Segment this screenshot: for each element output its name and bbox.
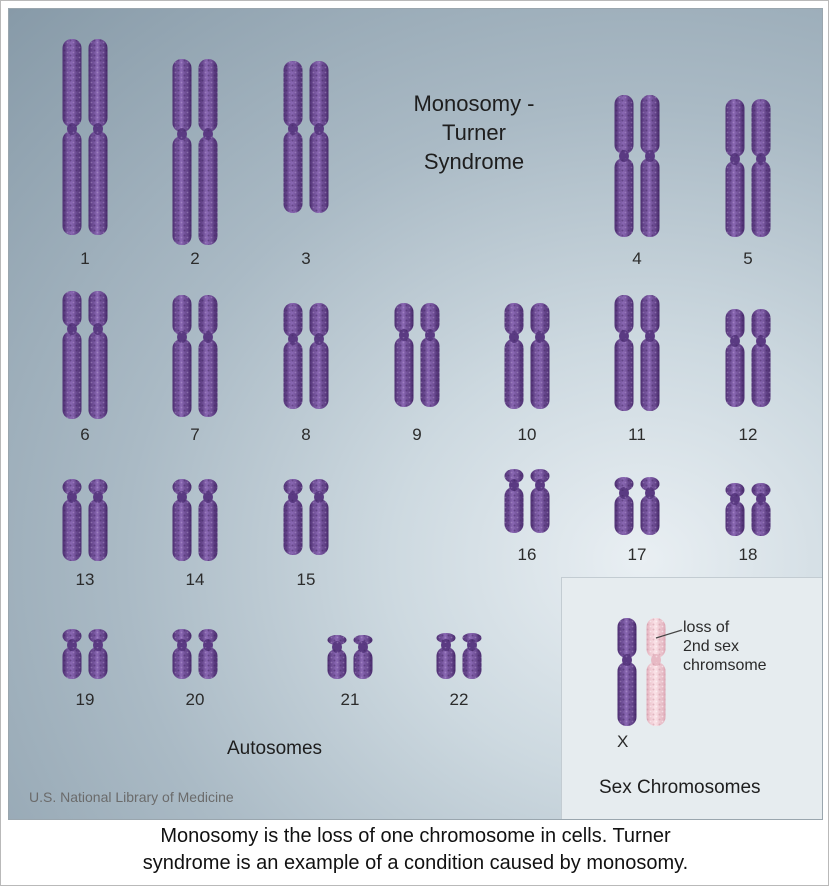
chromosome-label-2: 2 [190, 249, 200, 268]
chromosome-3-b [309, 61, 329, 213]
chromosome-19-b [88, 629, 108, 679]
chromosome-5-b [751, 99, 771, 237]
chromosome-22-b [462, 633, 482, 679]
chromosome-21-a [327, 635, 347, 679]
chromosome-label-20: 20 [185, 690, 205, 709]
chromosome-1-a [62, 39, 82, 235]
chromosome-17-b [640, 477, 660, 535]
chromosome-4-a [614, 95, 634, 237]
chromosome-20-b [198, 629, 218, 679]
chromosome-2-b [198, 59, 218, 245]
chromosome-22-a [436, 633, 456, 679]
chromosome-label-17: 17 [627, 545, 647, 564]
chromosome-label-1: 1 [80, 249, 90, 268]
chromosome-18-b [751, 483, 771, 536]
chromosome-label-21: 21 [340, 690, 360, 709]
autosomes-label: Autosomes [227, 738, 323, 759]
chromosome-19-a [62, 629, 82, 679]
chromosome-14-a [172, 479, 192, 561]
sex-chromosomes-panel: loss of 2nd sex chromsome X Sex Chromoso… [561, 577, 822, 819]
chromosome-12-b [751, 309, 771, 407]
chromosome-11-a [614, 295, 634, 411]
chromosome-7-a [172, 295, 192, 417]
chromosome-15-b [309, 479, 329, 555]
chromosome-label-9: 9 [412, 425, 422, 444]
chromosome-label-6: 6 [80, 425, 90, 444]
x-chromosome [617, 618, 637, 726]
chromosome-12-a [725, 309, 745, 407]
chromosome-8-b [309, 303, 329, 409]
chromosome-15-a [283, 479, 303, 555]
diagram-title: Monosomy - Turner Syndrome [413, 91, 535, 174]
chromosome-label-8: 8 [301, 425, 311, 444]
chromosome-label-5: 5 [743, 249, 753, 268]
sex-chromosomes-title: Sex Chromosomes [599, 777, 761, 798]
karyotype-chromosomes [62, 39, 771, 679]
caption-line-2: syndrome is an example of a condition ca… [142, 852, 689, 874]
chromosome-4-b [640, 95, 660, 237]
chromosome-label-3: 3 [301, 249, 311, 268]
chromosome-label-15: 15 [296, 570, 316, 589]
chromosome-13-b [88, 479, 108, 561]
chromosome-label-22: 22 [449, 690, 469, 709]
chromosome-5-a [725, 99, 745, 237]
chromosome-9-a [394, 303, 414, 407]
figure-caption: Monosomy is the loss of one chromosome i… [1, 823, 829, 877]
chromosome-10-b [530, 303, 550, 409]
chromosome-6-b [88, 291, 108, 419]
chromosome-20-a [172, 629, 192, 679]
missing-sex-chromosome [646, 618, 666, 726]
chromosome-16-a [504, 469, 524, 533]
chromosome-13-a [62, 479, 82, 561]
chromosome-label-13: 13 [75, 570, 95, 589]
chromosome-8-a [283, 303, 303, 409]
chromosome-16-b [530, 469, 550, 533]
chromosome-label-14: 14 [185, 570, 205, 589]
chromosome-label-11: 11 [628, 425, 646, 444]
chromosome-label-12: 12 [738, 425, 758, 444]
chromosome-1-b [88, 39, 108, 235]
chromosome-3-a [283, 61, 303, 213]
chromosome-label-7: 7 [190, 425, 200, 444]
chromosome-9-b [420, 303, 440, 407]
x-chromosome-label: X [617, 732, 629, 751]
loss-note-label: loss of 2nd sex chromsome [683, 619, 767, 674]
chromosome-label-10: 10 [517, 425, 537, 444]
chromosome-11-b [640, 295, 660, 411]
chromosome-10-a [504, 303, 524, 409]
chromosome-18-a [725, 483, 745, 536]
chromosome-label-16: 16 [517, 545, 537, 564]
chromosome-21-b [353, 635, 373, 679]
chromosome-6-a [62, 291, 82, 419]
loss-pointer-line [655, 629, 683, 639]
chromosome-label-4: 4 [632, 249, 642, 268]
chromosome-label-19: 19 [75, 690, 95, 709]
chromosome-7-b [198, 295, 218, 417]
sex-chromosomes-drawing [617, 618, 683, 726]
credit-text: U.S. National Library of Medicine [29, 789, 234, 805]
caption-line-1: Monosomy is the loss of one chromosome i… [160, 825, 671, 847]
chromosome-label-18: 18 [738, 545, 758, 564]
chromosome-2-a [172, 59, 192, 245]
chromosome-14-b [198, 479, 218, 561]
chromosome-17-a [614, 477, 634, 535]
